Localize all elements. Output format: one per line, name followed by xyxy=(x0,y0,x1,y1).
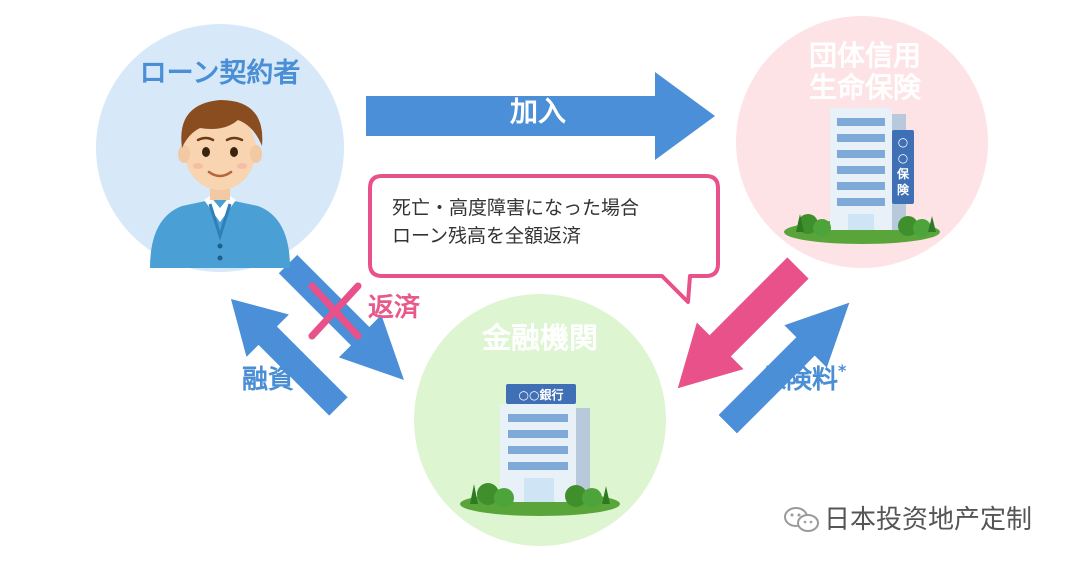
callout-text: 死亡・高度障害になった場合 ローン残高を全額返済 xyxy=(392,195,702,250)
premium-label: 保険料* xyxy=(760,361,900,396)
person-illustration xyxy=(150,100,290,268)
insurer-label-line2: 生命保険 xyxy=(808,71,921,105)
watermark: 日本投资地产定制 xyxy=(780,500,1033,535)
callout-bubble xyxy=(368,174,720,304)
repay-label: 返済 xyxy=(368,293,421,323)
insurer-sign-glyph: 保 xyxy=(896,166,910,181)
insurer-label: 団体信用 生命保険 xyxy=(770,39,960,105)
repay-cross-icon xyxy=(308,282,362,340)
bank-label: 金融機関 xyxy=(481,321,598,355)
join-label: 加入 xyxy=(509,95,566,128)
bank-building-icon: ○○銀行 xyxy=(460,384,620,516)
payout-arrow xyxy=(677,257,809,389)
bank-sign-text: ○○銀行 xyxy=(519,387,564,402)
borrower-label: ローン契約者 xyxy=(139,58,301,89)
loan-arrow xyxy=(230,298,348,416)
premium-label-text: 保険料 xyxy=(760,365,839,395)
loan-label: 融資 xyxy=(241,365,294,395)
watermark-text: 日本投资地产定制 xyxy=(824,504,1033,535)
premium-note-mark: * xyxy=(838,361,847,380)
wechat-icon xyxy=(784,507,819,532)
callout-line2: ローン残高を全額返済 xyxy=(392,224,582,247)
insurer-building-icon: ○○保険 xyxy=(784,108,940,244)
insurer-sign-glyph: ○ xyxy=(898,151,908,165)
join-arrow xyxy=(366,72,715,160)
insurer-sign-text: ○○保険 xyxy=(896,135,910,197)
insurer-sign-glyph: 険 xyxy=(897,182,910,197)
callout-line1: 死亡・高度障害になった場合 xyxy=(392,197,640,219)
insurer-label-line1: 団体信用 xyxy=(808,39,921,72)
premium-arrow xyxy=(718,302,850,434)
insurer-sign-glyph: ○ xyxy=(898,135,908,149)
